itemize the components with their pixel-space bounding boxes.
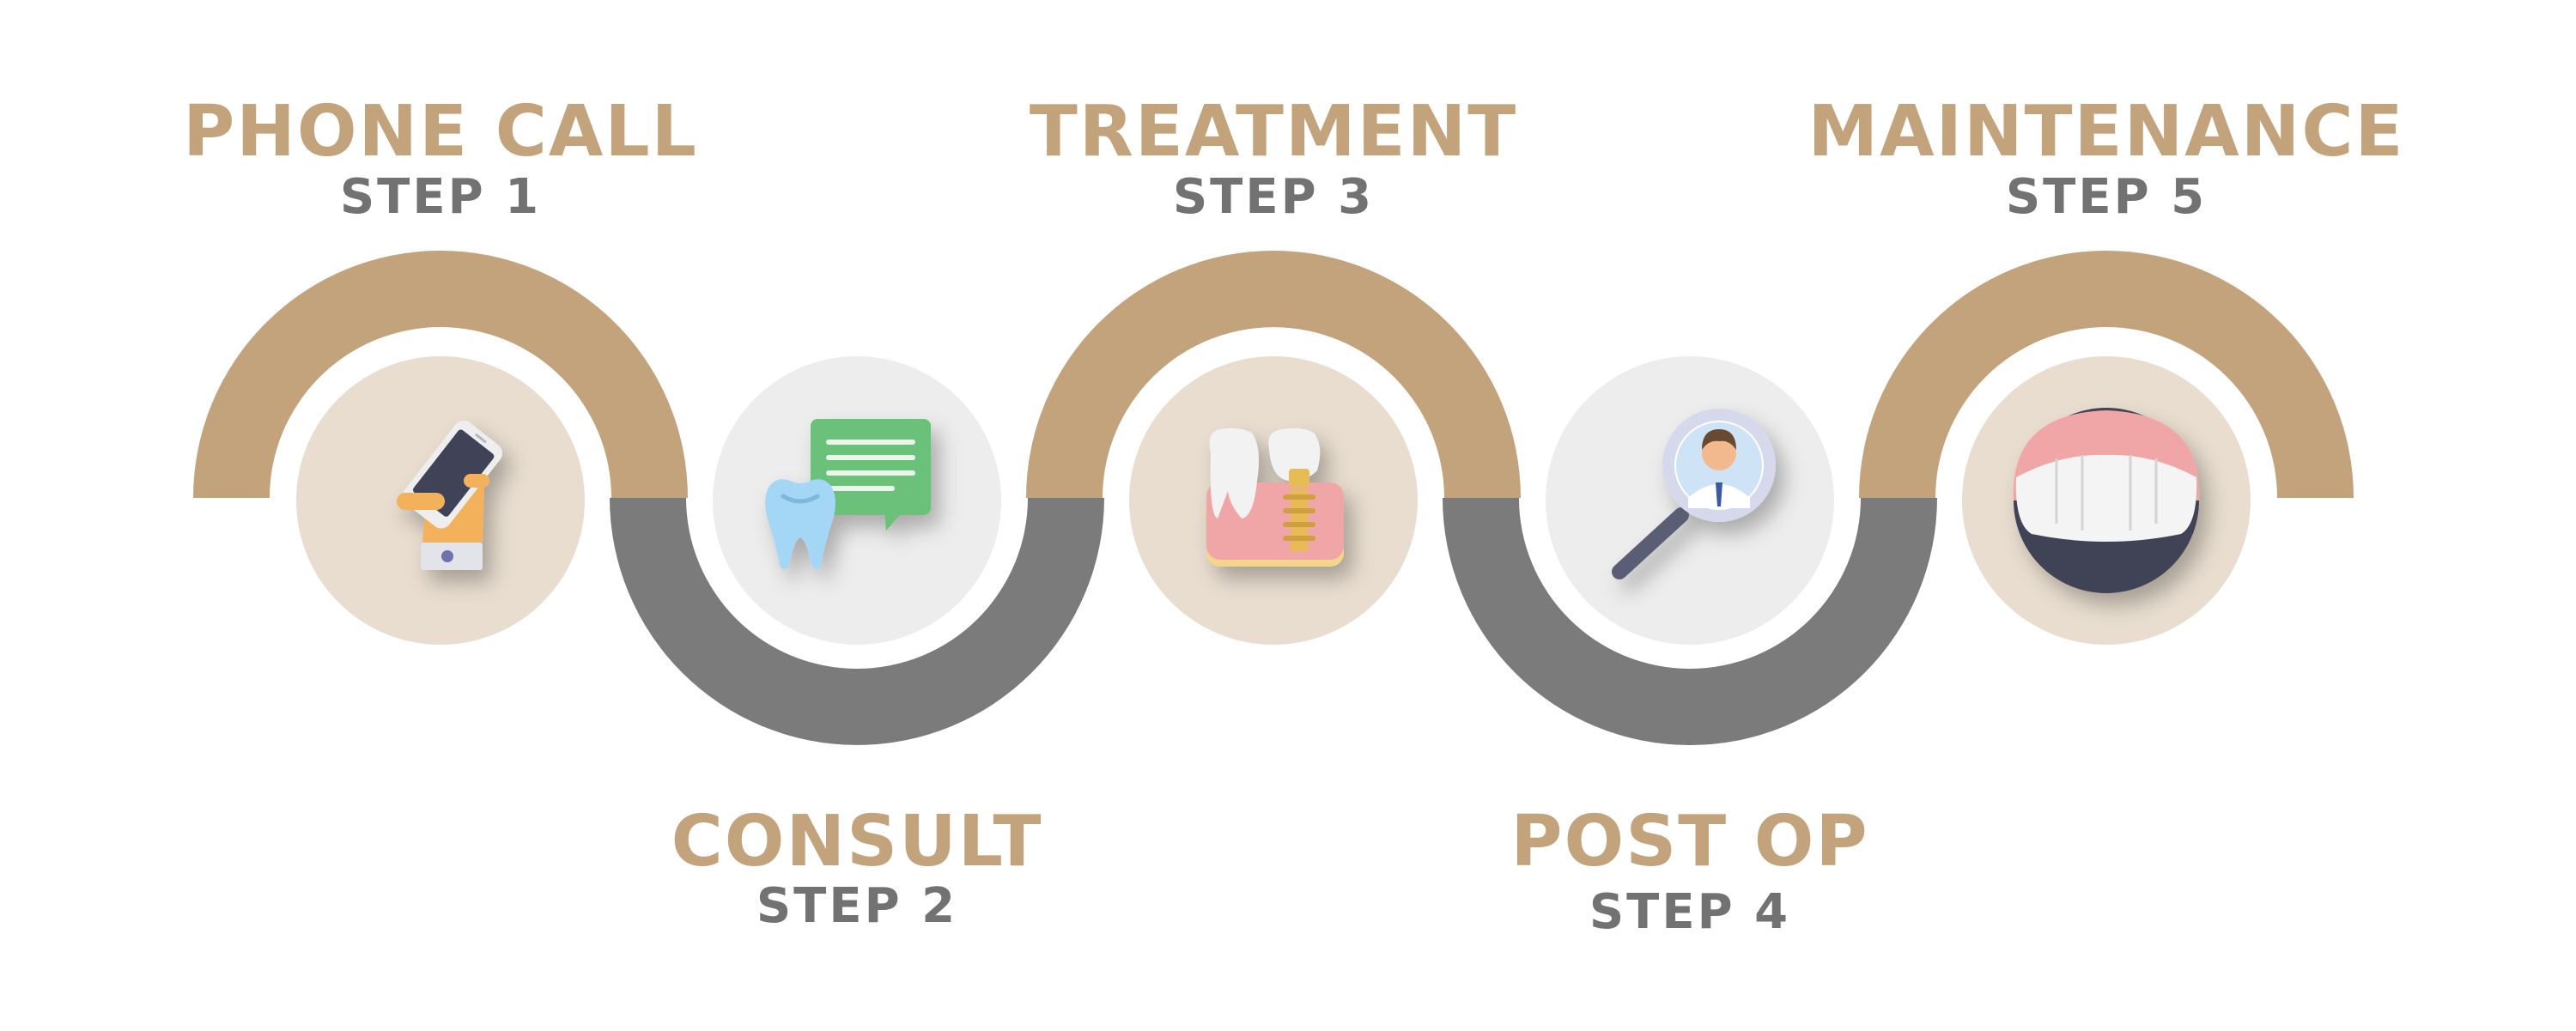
step-5-label: STEP 5 [2005, 169, 2208, 225]
arch-step-1 [193, 251, 688, 498]
step-1-label: STEP 1 [339, 169, 542, 225]
dental-implant-icon [1206, 428, 1344, 567]
arch-step-2 [610, 498, 1104, 745]
arch-step-4 [1443, 498, 1937, 745]
arch-step-5 [1859, 251, 2354, 498]
step-5-title: MAINTENANCE [1807, 91, 2405, 173]
step-1-title: PHONE CALL [183, 91, 698, 173]
step-3-label: STEP 3 [1172, 169, 1375, 225]
smartphone-in-hand-icon [397, 420, 503, 570]
step-3-title: TREATMENT [1029, 91, 1518, 173]
smile-teeth-icon [2013, 408, 2200, 593]
step-2-label: STEP 2 [756, 878, 958, 934]
tooth-speech-bubble-icon [765, 419, 931, 570]
step-2-title: CONSULT [671, 801, 1043, 882]
step-4-label: STEP 4 [1589, 884, 1791, 940]
arch-step-3 [1026, 251, 1521, 498]
step-4-title: POST OP [1510, 801, 1869, 882]
magnifier-person-icon [1612, 409, 1776, 579]
